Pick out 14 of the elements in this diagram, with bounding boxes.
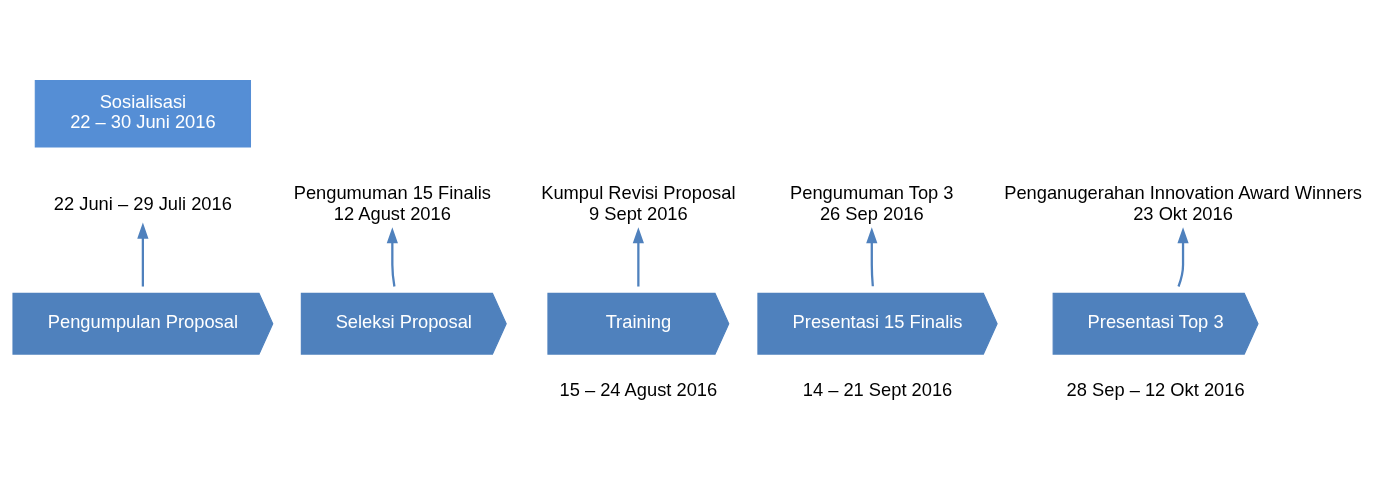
node-text: Penganugerahan Innovation Award Winners 23 Okt 2016 [1004,181,1362,224]
node-label: 28 Sep – 12 Okt 2016 [1066,378,1245,400]
node-text: Kumpul Revisi Proposal 9 Sept 2016 [541,181,736,224]
node-box: Sosialisasi 22 – 30 Juni 2016 [34,79,251,147]
node-label: 14 – 21 Sept 2016 [802,378,953,400]
arrow [1177,226,1189,287]
node-label: 15 – 24 Agust 2016 [559,378,718,400]
arrow [386,226,398,287]
node-text: Pengumuman 15 Finalis 12 Agust 2016 [293,181,491,224]
arrow [866,226,878,286]
arrow [137,222,149,287]
arrow [632,226,644,287]
node-text: 22 Juni – 29 Juli 2016 [53,192,232,214]
node-text: Pengumuman Top 3 26 Sep 2016 [790,181,954,224]
